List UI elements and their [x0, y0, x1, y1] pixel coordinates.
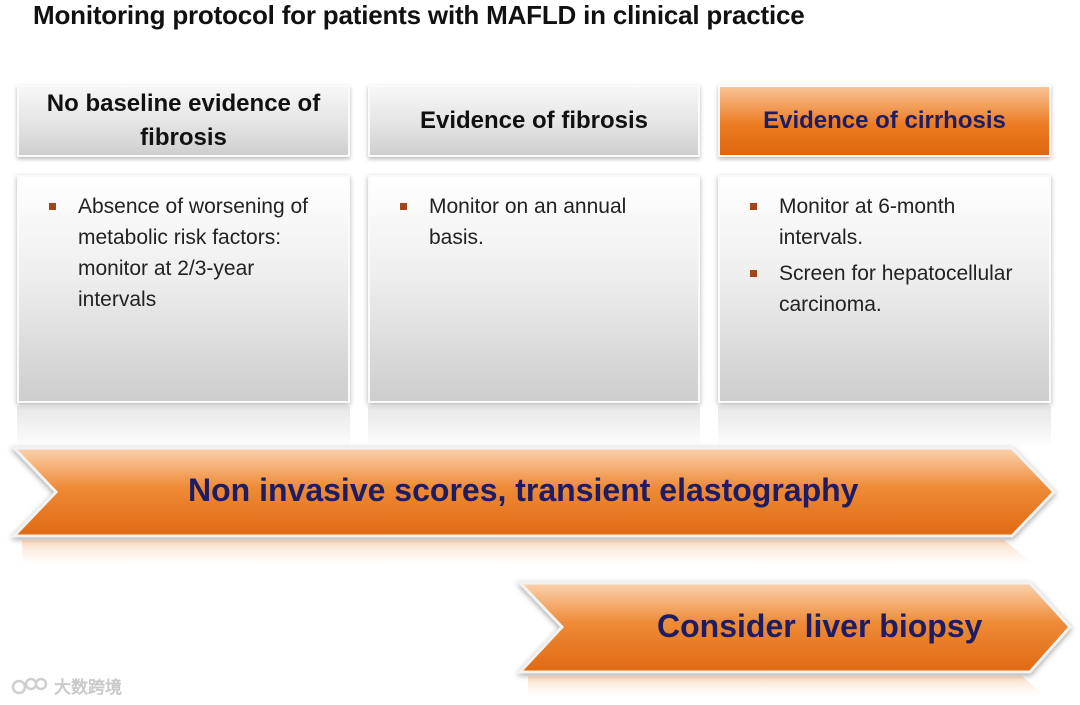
- page-title: Monitoring protocol for patients with MA…: [33, 0, 805, 30]
- panel-reflection: [718, 406, 1051, 448]
- watermark: 大数跨境: [10, 673, 122, 698]
- bullet-icon: [400, 203, 407, 210]
- panel-no-baseline-fibrosis: Absence of worsening of metabolic risk f…: [17, 175, 350, 403]
- bullet-icon: [750, 203, 757, 210]
- list-item: Screen for hepatocellular carcinoma.: [734, 258, 1035, 320]
- header-evidence-cirrhosis: Evidence of cirrhosis: [718, 85, 1051, 157]
- list-item: Monitor on an annual basis.: [384, 191, 684, 253]
- item-text: Absence of worsening of metabolic risk f…: [78, 195, 308, 311]
- list-item: Monitor at 6-month intervals.: [734, 191, 1035, 253]
- header-no-baseline-fibrosis: No baseline evidence of fibrosis: [17, 85, 350, 157]
- biopsy-arrow-shape: [516, 581, 1073, 701]
- list-item: Absence of worsening of metabolic risk f…: [33, 191, 334, 315]
- item-text: Monitor at 6-month intervals.: [779, 195, 956, 249]
- item-text: Monitor on an annual basis.: [429, 195, 627, 249]
- panel-evidence-cirrhosis: Monitor at 6-month intervals. Screen for…: [718, 175, 1051, 403]
- watermark-logo-icon: [11, 677, 48, 694]
- panel-reflection: [368, 406, 700, 448]
- scores-arrow-label: Non invasive scores, transient elastogra…: [188, 472, 859, 508]
- header-evidence-fibrosis: Evidence of fibrosis: [368, 85, 700, 157]
- panel-evidence-fibrosis: Monitor on an annual basis.: [368, 175, 700, 403]
- item-text: Screen for hepatocellular carcinoma.: [779, 262, 1013, 316]
- panel-reflection: [17, 406, 350, 448]
- biopsy-arrow-label: Consider liver biopsy: [657, 608, 983, 644]
- watermark-text: 大数跨境: [54, 678, 122, 697]
- bullet-icon: [49, 203, 56, 210]
- bullet-icon: [750, 270, 757, 277]
- scores-arrow-shape: [10, 446, 1057, 570]
